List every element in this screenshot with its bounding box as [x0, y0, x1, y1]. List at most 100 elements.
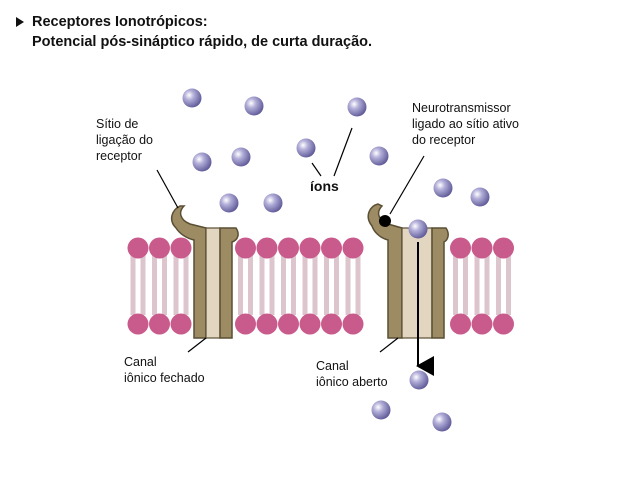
- open-channel-right-subunit: [431, 227, 449, 339]
- ion-sphere: [433, 178, 453, 198]
- lipid-tail: [269, 255, 275, 315]
- title-text-1: Receptores Ionotrópicos:: [32, 14, 208, 30]
- lipid-molecule: [278, 237, 299, 335]
- label-binding-site: Sítio de ligação do receptor: [96, 116, 153, 164]
- lipid-tail: [496, 255, 501, 315]
- label-closed-channel: Canal iônico fechado: [124, 354, 205, 386]
- label-binding-site-line-1: Sítio de: [96, 117, 139, 131]
- leader-ions-1: [311, 162, 322, 177]
- closed-ion-channel: [170, 205, 239, 339]
- ion-sphere: [244, 96, 264, 116]
- closed-channel-pore: [205, 227, 221, 339]
- ion-sphere: [296, 138, 316, 158]
- ion-sphere: [347, 97, 367, 117]
- lipid-head: [471, 313, 493, 335]
- lipid-tail: [345, 255, 351, 315]
- lipid-head: [450, 313, 471, 335]
- ion-sphere: [192, 152, 212, 172]
- lipid-tail: [162, 255, 167, 315]
- lipid-tail: [355, 255, 361, 315]
- lipid-tail: [324, 255, 329, 315]
- lipid-head: [127, 313, 149, 335]
- lipid-tail: [248, 255, 253, 315]
- ion-sphere: [231, 147, 251, 167]
- ion-sphere: [470, 187, 490, 207]
- ions-group: [182, 88, 490, 432]
- label-neurotransmitter: Neurotransmissor ligado ao sítio ativo d…: [412, 100, 519, 148]
- lipid-molecule: [127, 237, 149, 335]
- lipid-tail: [312, 255, 318, 315]
- lipid-molecule: [256, 237, 278, 335]
- label-open-channel-line-1: Canal: [316, 359, 349, 373]
- leader-binding-site: [156, 169, 179, 209]
- lipid-molecule: [321, 237, 342, 335]
- lipid-tail: [173, 255, 179, 315]
- label-open-channel-line-2: iônico aberto: [316, 375, 388, 389]
- title-line-2: Potencial pós-sináptico rápido, de curta…: [32, 34, 373, 50]
- lipid-head: [149, 237, 170, 259]
- lipid-tail: [183, 255, 189, 315]
- lipid-head: [299, 237, 321, 259]
- lipid-head: [471, 237, 493, 259]
- lipid-tail: [506, 255, 511, 315]
- label-neurotransmitter-line-2: ligado ao sítio ativo: [412, 117, 520, 131]
- lipid-head: [342, 237, 364, 259]
- label-closed-channel-line-2: iônico fechado: [124, 371, 205, 385]
- lipid-molecule: [299, 237, 321, 335]
- lipid-molecule: [342, 237, 364, 335]
- ion-sphere: [182, 88, 202, 108]
- lipid-head: [278, 313, 299, 335]
- lipid-head: [235, 237, 256, 259]
- lipid-molecule: [170, 237, 192, 335]
- leader-lines: [156, 127, 425, 353]
- lipid-tail: [474, 255, 480, 315]
- leader-ions-2: [333, 127, 353, 177]
- lipid-tail: [334, 255, 339, 315]
- label-closed-channel-line-1: Canal: [124, 355, 157, 369]
- lipid-tail: [140, 255, 146, 315]
- title-line-1: Receptores Ionotrópicos:: [16, 12, 372, 32]
- ion-sphere: [371, 400, 391, 420]
- neurotransmitter-molecule: [379, 215, 391, 227]
- lipid-head: [342, 313, 364, 335]
- label-open-channel: Canal iônico aberto: [316, 358, 388, 390]
- lipid-molecule: [235, 237, 256, 335]
- leader-neurotransmitter: [389, 155, 425, 215]
- lipid-molecule: [471, 237, 493, 335]
- lipid-tail: [453, 255, 458, 315]
- ion-sphere: [409, 370, 429, 390]
- leader-closed-channel: [187, 337, 207, 353]
- lipid-head: [256, 237, 278, 259]
- closed-channel-right-subunit: [219, 227, 239, 339]
- lipid-molecule: [450, 237, 471, 335]
- lipid-bilayer: [127, 237, 514, 335]
- lipid-head: [256, 313, 278, 335]
- lipid-tail: [302, 255, 308, 315]
- lipid-head: [321, 313, 342, 335]
- lipid-head: [493, 237, 514, 259]
- ion-sphere: [219, 193, 239, 213]
- lipid-head: [299, 313, 321, 335]
- label-ions: íons: [310, 178, 339, 194]
- lipid-head: [149, 313, 170, 335]
- lipid-molecule: [493, 237, 514, 335]
- lipid-tail: [238, 255, 243, 315]
- label-neurotransmitter-line-1: Neurotransmissor: [412, 101, 511, 115]
- ion-sphere: [263, 193, 283, 213]
- lipid-head: [235, 313, 256, 335]
- title-block: Receptores Ionotrópicos: Potencial pós-s…: [16, 12, 372, 52]
- label-binding-site-line-2: ligação do: [96, 133, 153, 147]
- lipid-tail: [463, 255, 468, 315]
- label-neurotransmitter-line-3: do receptor: [412, 133, 476, 147]
- lipid-head: [127, 237, 149, 259]
- lipid-tail: [291, 255, 296, 315]
- bullet-triangle-icon: [16, 17, 24, 27]
- ion-sphere: [432, 412, 452, 432]
- ion-sphere: [408, 219, 428, 239]
- lipid-tail: [259, 255, 265, 315]
- lipid-head: [170, 313, 192, 335]
- leader-open-channel: [379, 337, 399, 353]
- lipid-head: [493, 313, 514, 335]
